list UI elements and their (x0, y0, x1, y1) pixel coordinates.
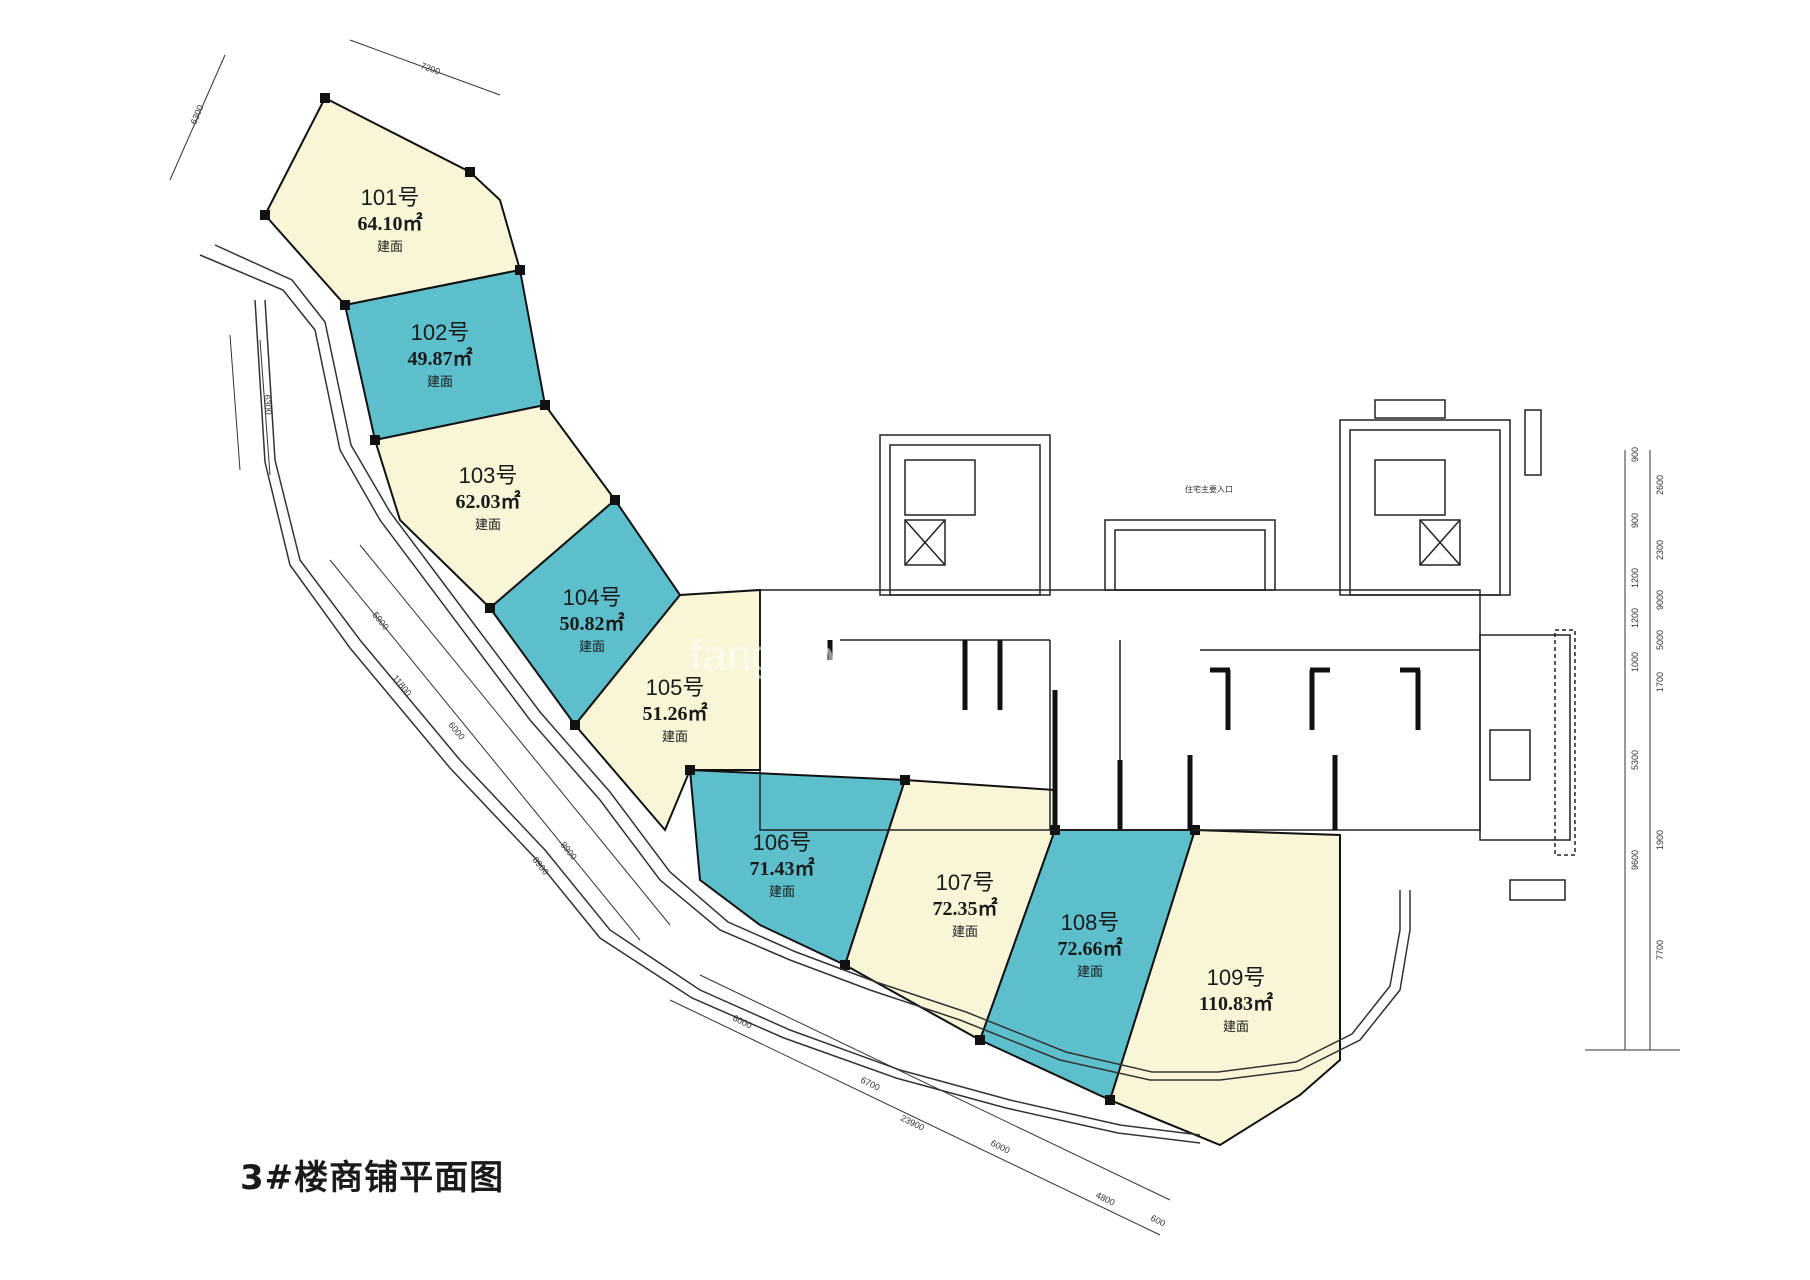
dim-right-1: 2600 (1655, 475, 1665, 495)
dim-diag-5900: 5900 (370, 610, 390, 632)
pillar (260, 210, 270, 220)
unit-number: 109号 (1207, 965, 1266, 990)
dim-right-2: 900 (1630, 513, 1640, 528)
dim-bottom-6000b: 6000 (989, 1138, 1011, 1156)
dimension-lines (169, 39, 1680, 1236)
unit-number: 105号 (646, 675, 705, 700)
unit-number: 107号 (936, 870, 995, 895)
pillar (840, 960, 850, 970)
dim-right-6: 1200 (1630, 608, 1640, 628)
unit-area-label: 建面 (579, 639, 605, 654)
building-core (759, 399, 1576, 901)
pillar (900, 775, 910, 785)
dim-right-0: 900 (1630, 447, 1640, 462)
watermark: fang.com (690, 631, 871, 680)
dim-top-7200: 7200 (419, 60, 441, 76)
dim-right-12: 9600 (1630, 850, 1640, 870)
dim-right-3: 2300 (1655, 540, 1665, 560)
dim-bottom-6700: 6700 (859, 1075, 881, 1093)
pillar (515, 265, 525, 275)
unit-area-label: 建面 (427, 374, 453, 389)
unit-area-label: 建面 (1077, 964, 1103, 979)
dim-right-5: 9000 (1655, 590, 1665, 610)
pillar (465, 167, 475, 177)
pillar (540, 400, 550, 410)
unit-number: 108号 (1061, 910, 1120, 935)
pillar (685, 765, 695, 775)
dim-right-7: 5000 (1655, 630, 1665, 650)
dim-diag-11800: 11800 (390, 673, 413, 698)
unit-number: 103号 (459, 463, 518, 488)
wall-marks (827, 640, 1421, 830)
pillar (485, 603, 495, 613)
dim-right-8: 1000 (1630, 652, 1640, 672)
pillar (975, 1035, 985, 1045)
unit-area: 72.66㎡ (1058, 936, 1123, 960)
unit-number: 106号 (753, 830, 812, 855)
unit-area: 62.03㎡ (456, 489, 521, 513)
dim-top-6300: 6300 (189, 103, 206, 125)
dim-right-10: 5300 (1630, 750, 1640, 770)
unit-area: 49.87㎡ (408, 346, 473, 370)
unit-number: 104号 (563, 585, 622, 610)
unit-area: 64.10㎡ (358, 211, 423, 235)
unit-area: 71.43㎡ (750, 856, 815, 880)
dim-right-11: 1900 (1655, 830, 1665, 850)
dim-right-4: 1200 (1630, 568, 1640, 588)
plan-title: 3#楼商铺平面图 (240, 1158, 505, 1198)
units-layer: 101号64.10㎡建面102号49.87㎡建面103号62.03㎡建面104号… (260, 93, 1341, 1147)
pillar (340, 300, 350, 310)
unit-area: 51.26㎡ (643, 701, 708, 725)
unit-area-label: 建面 (1223, 1019, 1249, 1034)
unit-number: 102号 (411, 320, 470, 345)
unit-area: 72.35㎡ (933, 896, 998, 920)
pillar (320, 93, 330, 103)
pillar (370, 435, 380, 445)
entrance-note: 住宅主要入口 (1185, 484, 1233, 494)
dim-right-13: 7700 (1655, 940, 1665, 960)
dim-left-6300: 6300 (262, 394, 274, 415)
dim-diag-8900a: 8900 (558, 840, 578, 862)
unit-area-label: 建面 (769, 884, 795, 899)
unit-area: 50.82㎡ (560, 611, 625, 635)
pillar (610, 495, 620, 505)
shop-unit-area (688, 768, 907, 967)
pillar (570, 720, 580, 730)
unit-area-label: 建面 (952, 924, 978, 939)
pillar (1105, 1095, 1115, 1105)
unit-area-label: 建面 (475, 517, 501, 532)
dim-bottom-600: 600 (1149, 1213, 1167, 1229)
unit-area-label: 建面 (662, 729, 688, 744)
unit-area-label: 建面 (377, 239, 403, 254)
dim-right-9: 1700 (1655, 672, 1665, 692)
right-dimension-labels: 900 2600 900 2300 1200 9000 1200 5000 1000 1700 53… (1630, 447, 1665, 960)
unit-number: 101号 (361, 185, 420, 210)
terrace-outline (199, 244, 1411, 1144)
unit-area: 110.83㎡ (1199, 991, 1273, 1015)
dim-bottom-6000a: 6000 (731, 1013, 753, 1031)
